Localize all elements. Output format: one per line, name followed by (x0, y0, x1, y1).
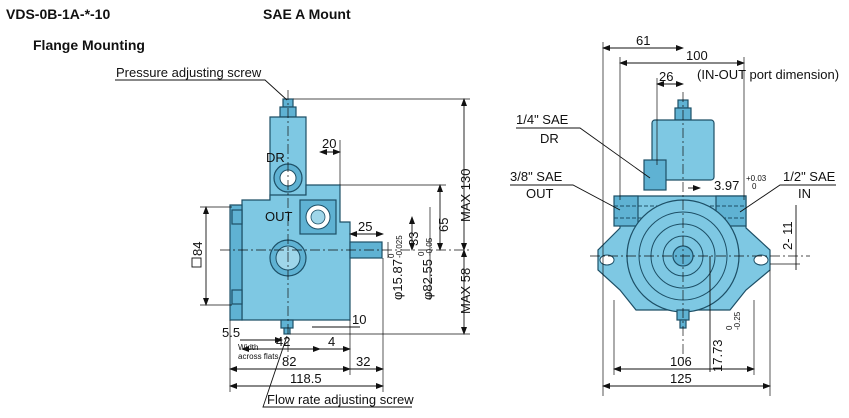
across-flats-label: across flats (238, 352, 278, 361)
dim-65: 65 (436, 218, 451, 232)
mount-hole-left (599, 254, 615, 266)
out-label: OUT (265, 209, 293, 224)
dim-17-tol-lo: -0.25 (733, 311, 742, 330)
key-tol-up: +0.03 (746, 174, 767, 183)
flow-screw-head (283, 327, 291, 335)
mount-hole-right (753, 254, 769, 266)
out-port-label: OUT (526, 186, 554, 201)
dim-10: 10 (352, 312, 366, 327)
mount-holes-label: 2- 11 (780, 221, 795, 250)
side-view: Pressure adjusting screw DR OUT 20 25 φ1… (115, 65, 473, 408)
flange-mounting-title: Flange Mounting (33, 37, 145, 53)
in-port-label: IN (798, 186, 811, 201)
phi-shaft-tol-lo: -0.025 (395, 235, 404, 258)
flow-screw-label: Flow rate adjusting screw (267, 392, 414, 407)
flow-screw-nut (280, 319, 294, 329)
dim-106: 106 (670, 354, 692, 369)
max-58: MAX 58 (458, 268, 473, 314)
out-port-thread (310, 209, 326, 225)
port-dimension-note: (IN-OUT port dimension) (697, 67, 839, 82)
dim-82: 82 (282, 354, 296, 369)
dim-118-5: 118.5 (290, 371, 322, 386)
dim-26: 26 (659, 69, 673, 84)
dim-32: 32 (356, 354, 370, 369)
key-tol-lo: 0 (752, 182, 757, 191)
model-code: VDS-0B-1A-*-10 (6, 6, 111, 22)
dim-25: 25 (358, 219, 372, 234)
out-port-block (613, 195, 639, 227)
sq-84: 84 (190, 242, 205, 256)
flange-bolt-top (231, 209, 243, 225)
dim-4: 4 (328, 334, 335, 349)
pressure-screw-leader (115, 79, 288, 101)
dr-leader (516, 127, 651, 179)
phi-pilot-tol-lo: -0.05 (425, 237, 434, 256)
phi-shaft-tol-up: 0 (387, 253, 396, 258)
dim-125: 125 (670, 371, 692, 386)
dim-20: 20 (322, 136, 336, 151)
dr-boss (643, 159, 667, 191)
mount-type: SAE A Mount (263, 6, 351, 22)
out-size-label: 3/8" SAE (510, 169, 563, 184)
dim-33: 33 (406, 232, 421, 246)
phi-pilot: φ82.55 (420, 259, 435, 300)
in-leader (739, 184, 836, 213)
dim-5-5: 5.5 (222, 325, 240, 340)
square-symbol (191, 257, 202, 268)
dr-port-label: DR (540, 131, 559, 146)
end-view: 61 100 (IN-OUT port dimension) 26 1/4" S… (510, 33, 839, 396)
key-dim: 3.97 (714, 178, 739, 193)
flow-screw-leader (262, 335, 412, 408)
in-size-label: 1/2" SAE (783, 169, 836, 184)
dim-17-tol-up: 0 (725, 325, 734, 330)
dim-17-73: 17.73 (710, 339, 725, 372)
dr-size-label: 1/4" SAE (516, 112, 569, 127)
dr-label: DR (266, 150, 285, 165)
max-130: MAX 130 (458, 169, 473, 222)
phi-shaft: φ15.87 (390, 259, 405, 300)
dim-100: 100 (686, 48, 708, 63)
phi-pilot-tol-up: 0 (417, 251, 426, 256)
width-label: Width (238, 343, 258, 352)
flange-bolt-bottom (231, 289, 243, 305)
dim-61: 61 (636, 33, 650, 48)
out-leader (510, 184, 621, 211)
pressure-screw-label: Pressure adjusting screw (116, 65, 262, 80)
